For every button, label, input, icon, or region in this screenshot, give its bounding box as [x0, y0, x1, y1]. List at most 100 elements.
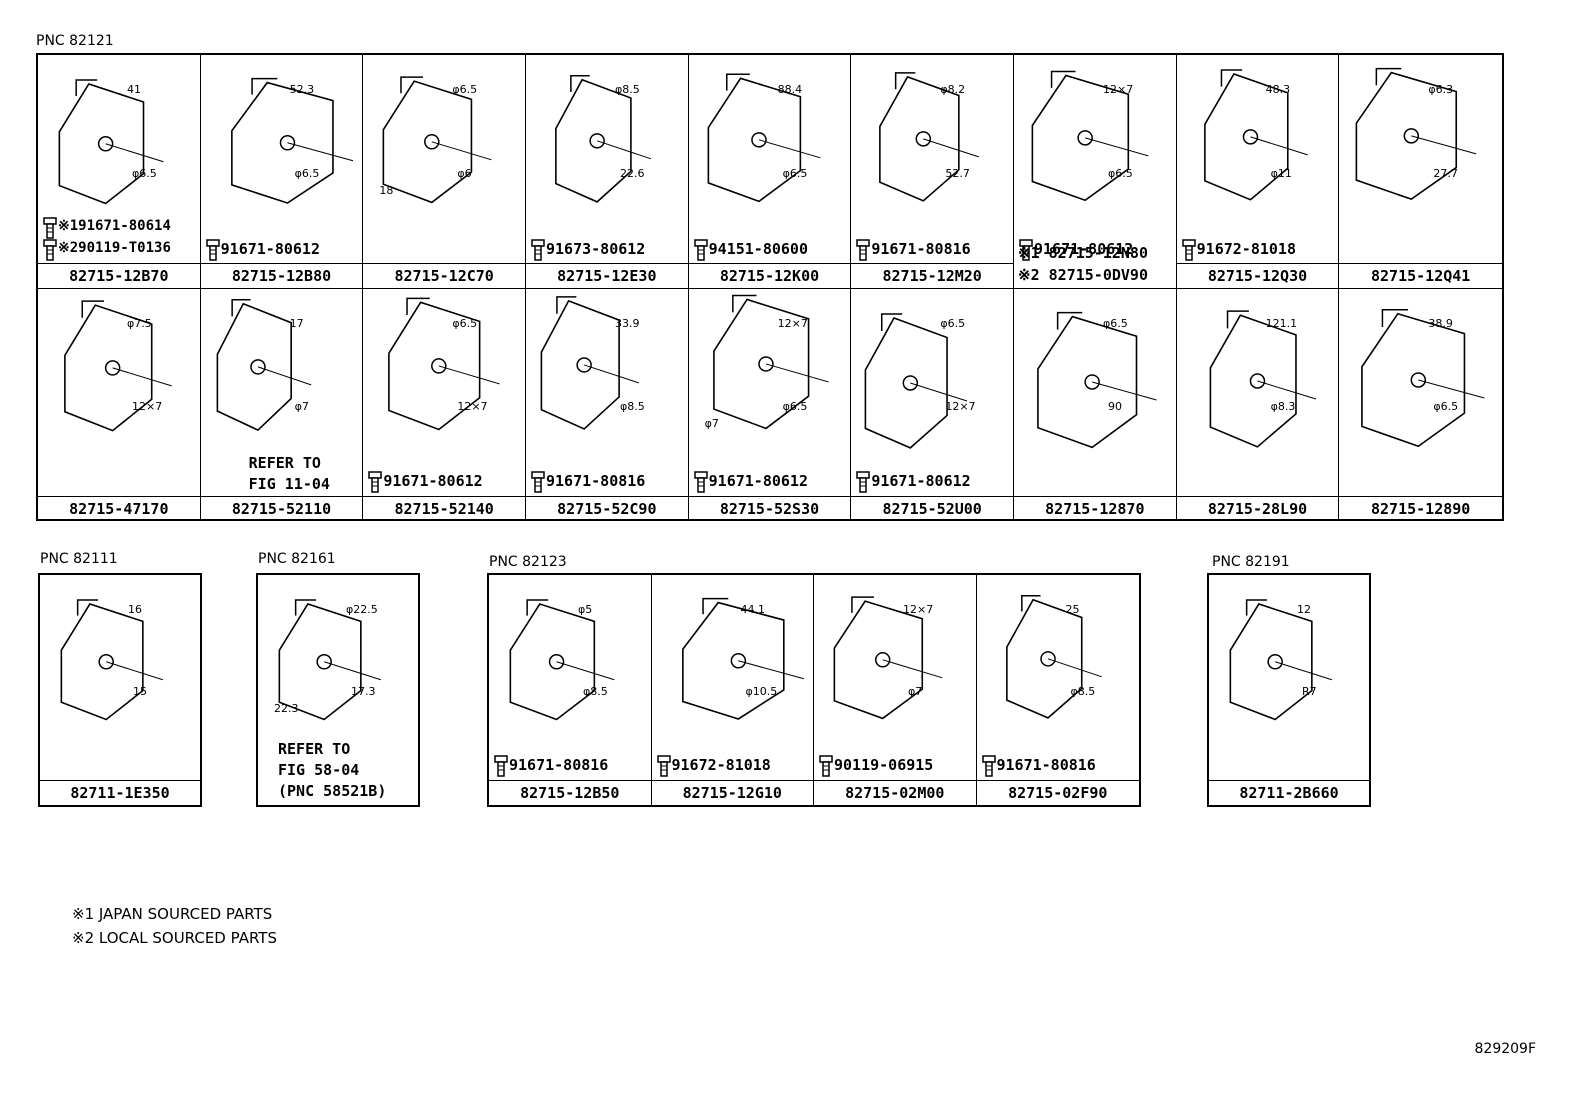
part-drawing	[58, 79, 164, 205]
part-number[interactable]: 82715-12870	[1014, 496, 1176, 521]
part-number[interactable]: 82715-02F90	[976, 780, 1139, 805]
dimension-label: φ7	[908, 685, 923, 698]
variant-part-number[interactable]: ※1 82715-12N80	[1018, 244, 1148, 262]
fastener-part-number[interactable]: ※290119-T0136	[58, 240, 171, 256]
part-drawing	[1209, 310, 1316, 448]
dimension-label: 44.1	[740, 603, 766, 616]
fastener-part-number[interactable]: 91672-81018	[671, 756, 771, 774]
dimension-label: 12×7	[903, 603, 934, 616]
part-number[interactable]: 82715-52140	[363, 496, 525, 521]
part-drawing	[509, 599, 615, 721]
part-drawing	[1229, 599, 1332, 721]
dimension-label: φ11	[1270, 167, 1292, 180]
dimension-label: φ6.5	[940, 317, 966, 330]
dimension-label: φ6.5	[782, 167, 808, 180]
bolt-icon	[981, 755, 996, 777]
part-number[interactable]: 82715-12B50	[489, 780, 651, 805]
part-drawing	[382, 76, 492, 204]
fastener-part-number[interactable]: 94151-80600	[708, 240, 808, 258]
refer-note: (PNC 58521B)	[278, 782, 387, 800]
dimension-label: R7	[1302, 685, 1317, 698]
dimension-label: 88.4	[777, 83, 803, 96]
dimension-label: 17	[289, 317, 304, 330]
fastener-part-number[interactable]: 91671-80816	[996, 756, 1096, 774]
bolt-icon	[1181, 239, 1196, 261]
part-number[interactable]: 82715-28L90	[1176, 496, 1339, 521]
part-drawing	[681, 597, 804, 720]
part-number[interactable]: 82715-12E30	[526, 263, 688, 288]
refer-note: FIG 58-04	[278, 761, 360, 779]
part-number[interactable]: 82715-12K00	[688, 263, 851, 288]
bolt-icon	[494, 755, 508, 777]
dimension-label: 90	[1108, 400, 1122, 413]
fastener-part-number[interactable]: 91671-80816	[871, 240, 971, 258]
fastener-part-number[interactable]: 91672-81018	[1196, 240, 1296, 258]
fastener-part-number[interactable]: 91671-80816	[509, 756, 609, 774]
dimension-label: φ7	[294, 400, 309, 413]
part-number[interactable]: 82711-2B660	[1209, 780, 1369, 805]
fastener-part-number[interactable]: 91671-80612	[1034, 240, 1134, 258]
dimension-label: φ6.5	[1108, 167, 1133, 180]
part-drawing	[278, 599, 381, 721]
fastener-part-number[interactable]: 91671-80612	[220, 240, 320, 258]
dimension-label: φ6.5	[782, 400, 808, 413]
part-number[interactable]: 82715-12C70	[363, 263, 525, 288]
fastener-part-number[interactable]: 91671-80612	[708, 472, 808, 490]
part-number[interactable]: 82715-12B70	[38, 263, 200, 288]
part-number[interactable]: 82715-12890	[1339, 496, 1502, 521]
refer-note: REFER TO	[248, 454, 321, 472]
part-number[interactable]: 82715-52110	[200, 496, 363, 521]
fastener-part-number[interactable]: 91671-80612	[383, 472, 483, 490]
part-number[interactable]: 82711-1E350	[40, 780, 200, 805]
part-drawing	[1031, 70, 1149, 202]
part-cell: φ8.5 22.6 91673-80612 82715-12E30	[526, 55, 689, 289]
part-number[interactable]: 82715-52U00	[851, 496, 1013, 521]
part-drawing	[1361, 309, 1485, 448]
dimension-label: 48.3	[1265, 83, 1291, 96]
parts-grid-82121: 41 φ6.5 ※191671-80614 ※290119-T0136 82715-12…	[36, 53, 1504, 521]
part-number[interactable]: 82715-12Q30	[1176, 263, 1339, 288]
part-number[interactable]: 82715-02M00	[814, 780, 976, 805]
part-number[interactable]: 82715-12Q41	[1339, 263, 1502, 288]
fastener-part-number[interactable]: 90119-06915	[834, 756, 934, 774]
dimension-label: 52.7	[945, 167, 970, 180]
dimension-label: 12×7	[1103, 83, 1134, 96]
fastener-part-number[interactable]: 91671-80612	[871, 472, 971, 490]
part-number[interactable]: 82715-12M20	[851, 263, 1013, 288]
part-number[interactable]: 82715-47170	[38, 496, 200, 521]
dimension-label: 27.7	[1433, 167, 1458, 180]
part-number[interactable]: 82715-12B80	[200, 263, 363, 288]
dimension-label: 12	[1297, 603, 1311, 616]
dimension-label: 41	[127, 83, 141, 96]
part-number[interactable]: 82715-52C90	[526, 496, 688, 521]
fastener-part-number[interactable]: ※191671-80614	[58, 218, 171, 234]
legend: ※1 JAPAN SOURCED PARTS ※2 LOCAL SOURCED …	[72, 902, 277, 950]
part-drawing	[64, 300, 172, 432]
dimension-label: 12×7	[457, 400, 488, 413]
dimension-label: φ6.5	[294, 167, 320, 180]
figure-id: 829209F	[1474, 1041, 1537, 1057]
refer-note: FIG 11-04	[248, 475, 330, 493]
dimension-label: 22.6	[620, 167, 645, 180]
part-number[interactable]: 82715-12G10	[651, 780, 813, 805]
dimension-label: φ8.5	[615, 83, 640, 96]
fastener-part-number[interactable]: 91673-80612	[546, 240, 646, 258]
pnc-label-82123: PNC 82123	[489, 554, 567, 570]
fastener-part-number[interactable]: 91671-80816	[546, 472, 646, 490]
variant-part-number[interactable]: ※2 82715-0DV90	[1018, 266, 1148, 284]
part-cell: 12×7 φ6.5 91671-80612※1 82715-12N80 ※2 8271…	[1014, 55, 1177, 289]
bolt-icon	[693, 239, 708, 261]
part-drawing	[230, 77, 353, 204]
part-number[interactable]: 82715-52S30	[688, 496, 851, 521]
bolt-icon	[819, 755, 833, 777]
dimension-label: φ6	[457, 167, 472, 180]
